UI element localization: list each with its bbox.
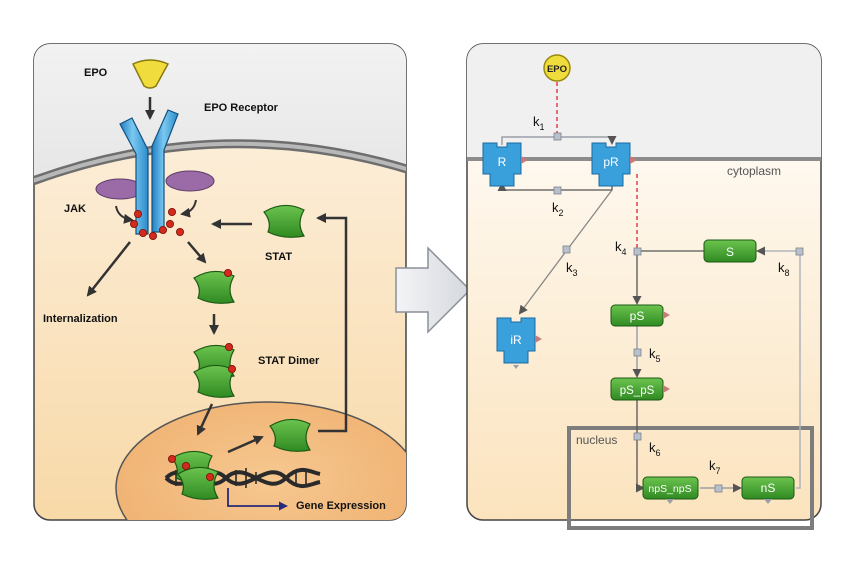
- stat-dimer-label: STAT Dimer: [258, 355, 320, 367]
- nucleus-label: nucleus: [576, 433, 617, 447]
- rate-k5: k5: [649, 346, 661, 364]
- stat-monomer: [263, 204, 305, 238]
- rate-k4: k4: [615, 239, 627, 257]
- rate-k7: k7: [709, 458, 721, 476]
- nuclear-import-arrow: [196, 403, 214, 436]
- nuclear-export-arrow: [316, 213, 348, 433]
- epo-label: EPO: [84, 67, 108, 79]
- reaction-k3-node: [562, 245, 571, 254]
- reaction-k2-node: [553, 186, 562, 195]
- rate-k1: k1: [533, 114, 545, 132]
- species-R-label: R: [498, 155, 507, 169]
- nucleus: [115, 401, 406, 520]
- reaction-k8-node: [795, 247, 804, 256]
- gene-expression-label: Gene Expression: [296, 500, 386, 512]
- cytoplasm-label: cytoplasm: [727, 164, 781, 178]
- stat-label: STAT: [265, 251, 292, 263]
- dna-bound-dimer: [167, 450, 219, 500]
- epo-receptor-label: EPO Receptor: [204, 102, 279, 114]
- species-nS: nS: [741, 476, 795, 504]
- reaction-k7-node: [714, 484, 723, 493]
- jak-label: JAK: [64, 203, 86, 215]
- species-R: R: [482, 142, 528, 187]
- jak-action-arrow-left: [115, 205, 134, 224]
- reaction-k6-node: [633, 432, 642, 441]
- species-pS: pS: [610, 304, 670, 327]
- internalization-arrow: [86, 241, 131, 297]
- stat-dimer: [193, 342, 236, 398]
- reaction-k8: [756, 246, 801, 489]
- phospho-stat: [193, 270, 235, 304]
- rate-k8: k8: [778, 260, 790, 278]
- rate-k2: k2: [552, 200, 564, 218]
- released-stat: [269, 418, 311, 452]
- reaction-k5-node: [633, 348, 642, 357]
- species-npS_npS-label: npS_npS: [648, 483, 691, 495]
- nucleus-compartment: [567, 426, 814, 530]
- receptor-phosphates: [129, 207, 184, 240]
- species-iR-label: iR: [510, 333, 522, 347]
- reaction-k1-node: [553, 132, 562, 141]
- species-pS_pS-label: pS_pS: [620, 385, 655, 397]
- epo-node: [543, 54, 571, 82]
- stat-phosphorylation-arrow: [187, 241, 207, 264]
- epo-node-label: EPO: [547, 64, 567, 75]
- species-pR-label: pR: [603, 155, 619, 169]
- reaction-k4-node: [633, 247, 642, 256]
- species-npS_npS: npS_npS: [642, 476, 699, 504]
- gene-expression-arrow: [227, 488, 288, 511]
- species-S-label: S: [726, 245, 734, 259]
- species-iR: iR: [496, 317, 542, 369]
- species-pS-label: pS: [630, 309, 645, 323]
- transition-arrow: [395, 246, 472, 334]
- internalization-label: Internalization: [43, 313, 118, 325]
- left-panel: EPO JAK EPO Receptor STAT Internalizatio…: [33, 43, 407, 521]
- reaction-k6: [636, 400, 645, 493]
- release-arrow: [227, 435, 264, 454]
- species-pS_pS: pS_pS: [610, 377, 670, 401]
- species-nS-label: nS: [761, 481, 776, 495]
- right-panel: cytoplasm nucleus EPO: [466, 43, 822, 530]
- epo-receptor: [119, 109, 179, 235]
- jak-action-arrow-right: [180, 199, 197, 218]
- rate-k3: k3: [566, 260, 578, 278]
- jak-right: [165, 170, 215, 192]
- epo-ligand: [131, 59, 170, 89]
- rate-k6: k6: [649, 440, 661, 458]
- species-S: S: [703, 239, 757, 263]
- species-pR: pR: [591, 142, 637, 187]
